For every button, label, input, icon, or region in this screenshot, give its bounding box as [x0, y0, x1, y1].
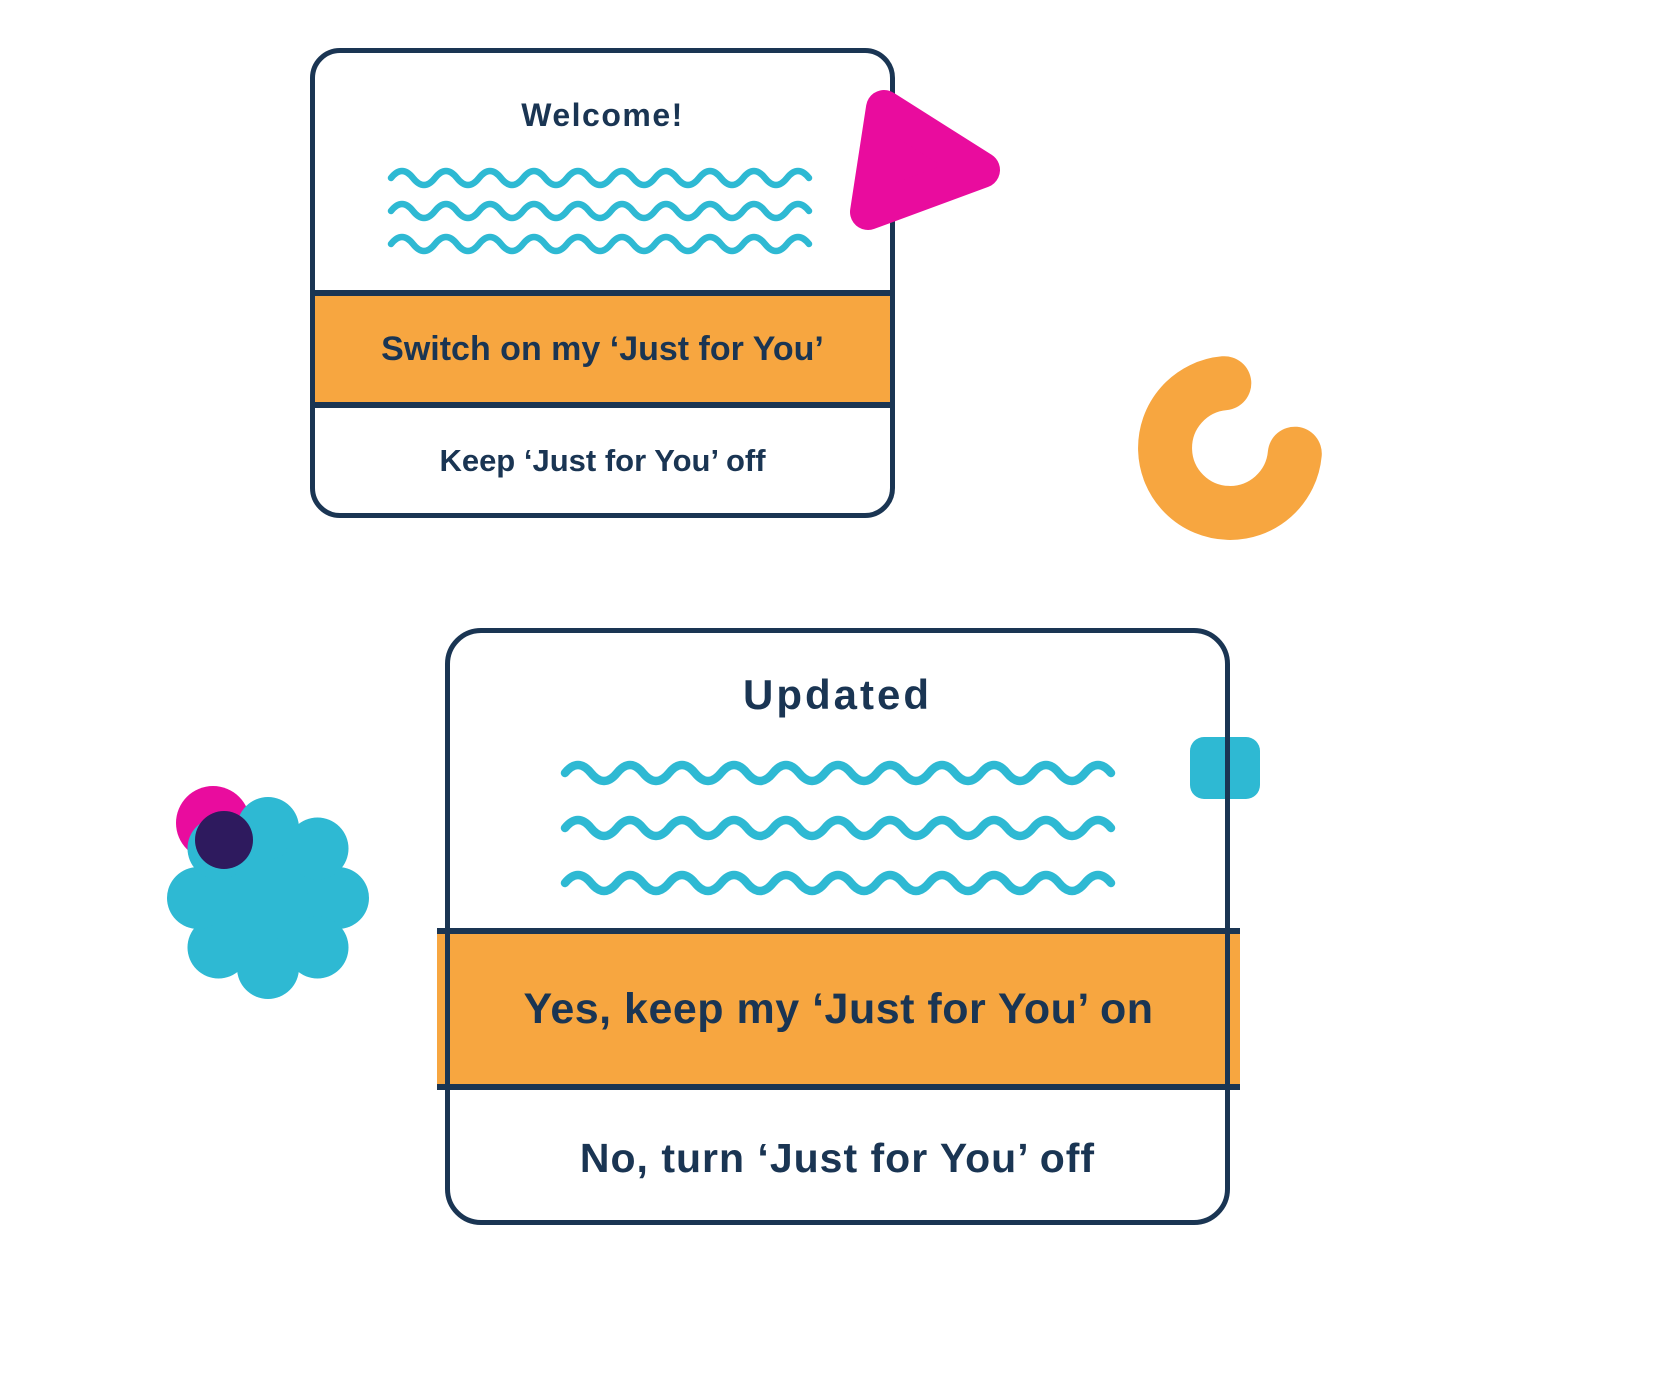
- dialog-title: Welcome!: [521, 97, 684, 133]
- pink-triangle-icon: [850, 90, 1000, 230]
- placeholder-text-squiggles: [560, 760, 1116, 896]
- placeholder-text-squiggles: [387, 167, 813, 255]
- gear-badge-icon: [167, 786, 369, 999]
- secondary-button[interactable]: No, turn ‘Just for You’ off: [579, 1135, 1096, 1181]
- dialog-welcome: Welcome! Switch on my ‘Just for You’ Kee…: [310, 48, 895, 518]
- purple-circle-icon: [195, 811, 253, 869]
- dialog-updated: Updated No, turn ‘Just for You’ off: [445, 628, 1230, 1225]
- orange-crescent-icon: [1138, 356, 1322, 540]
- dialog-title: Updated: [743, 671, 932, 718]
- primary-button[interactable]: Yes, keep my ‘Just for You’ on: [437, 928, 1240, 1090]
- teal-gear-icon: [167, 797, 369, 999]
- secondary-button[interactable]: Keep ‘Just for You’ off: [439, 443, 766, 478]
- primary-button[interactable]: Switch on my ‘Just for You’: [315, 290, 890, 408]
